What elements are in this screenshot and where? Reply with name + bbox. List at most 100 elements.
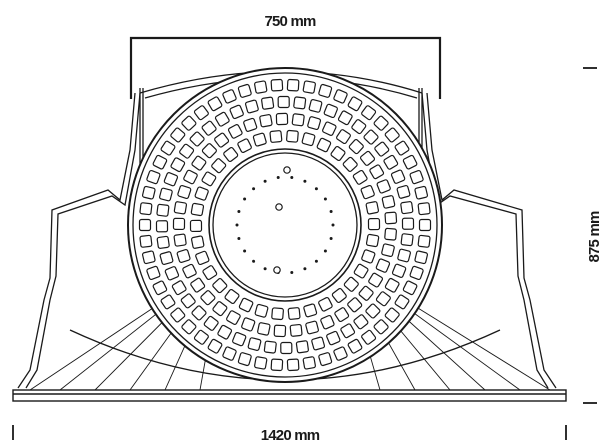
- drum-cell: [263, 340, 277, 354]
- hub-hole: [314, 187, 318, 191]
- drum-cell: [171, 280, 187, 296]
- drum-cell: [226, 310, 241, 325]
- drum-cell: [400, 233, 414, 247]
- drum-cell: [384, 127, 400, 143]
- drum-cell: [361, 329, 377, 345]
- top-dimension: [129, 36, 442, 99]
- drum-cell: [291, 113, 305, 127]
- drum-cell: [409, 170, 424, 185]
- hub-hole: [243, 197, 247, 201]
- bottom-dimension: [12, 425, 567, 440]
- strut-line: [59, 299, 175, 391]
- hub-hole: [263, 267, 267, 271]
- drum-cell: [146, 265, 161, 280]
- drum-cell: [417, 202, 431, 216]
- drum-cell: [322, 121, 337, 136]
- drum-cell: [348, 139, 364, 155]
- drum-cell: [223, 146, 239, 163]
- drum-cell: [331, 287, 347, 304]
- top-dimension-label: 750 mm: [264, 13, 316, 30]
- drum-cell: [397, 248, 411, 263]
- drum-cell: [384, 307, 400, 323]
- drum-cell: [373, 319, 389, 335]
- drum-cell: [353, 314, 369, 330]
- drum-cell: [417, 234, 431, 248]
- drum-cell: [252, 132, 267, 147]
- drum-cell: [373, 115, 389, 131]
- drum-cell: [202, 265, 218, 281]
- drum-cell: [368, 272, 384, 288]
- drum-cell: [254, 80, 268, 94]
- drum-cell: [287, 307, 301, 320]
- drum-cell: [343, 276, 359, 292]
- drum-cell: [308, 99, 323, 113]
- drum-cell: [352, 169, 368, 185]
- drum-cell: [318, 352, 333, 367]
- drum-cell: [318, 83, 333, 98]
- drum-cell: [141, 185, 156, 200]
- drum-cell: [280, 341, 293, 355]
- drum-cell: [326, 330, 341, 346]
- hub-hole: [276, 176, 280, 179]
- drum-cell: [224, 289, 240, 304]
- drum-cell: [160, 294, 176, 310]
- drum-cell: [286, 358, 300, 372]
- drum-cell: [363, 129, 379, 145]
- drum-cell: [374, 141, 390, 157]
- hub-hole: [290, 176, 294, 179]
- drum-cell: [214, 111, 230, 127]
- drum-cell: [270, 78, 284, 92]
- drum-cell: [414, 185, 429, 200]
- drum-cell: [212, 278, 228, 294]
- drum-cell: [311, 336, 326, 351]
- drum-cell: [359, 150, 376, 166]
- drum-cell: [351, 119, 367, 135]
- drum-cell: [376, 179, 391, 194]
- drum-cell: [141, 250, 156, 265]
- drum-cell: [384, 227, 397, 241]
- hub-hole: [323, 197, 327, 201]
- hub-hole: [252, 259, 256, 263]
- drum-cell: [207, 338, 223, 354]
- drum-cell: [214, 132, 230, 148]
- drum-cell: [394, 294, 410, 310]
- drum-cell: [277, 95, 290, 109]
- drum-cell: [139, 234, 153, 248]
- base-plate: [12, 389, 567, 402]
- drum-cell: [270, 358, 284, 372]
- drum-cell: [211, 158, 227, 174]
- drum-cell: [414, 250, 429, 265]
- height-dimension: [583, 67, 597, 404]
- drum-cell: [179, 143, 195, 159]
- drum-hub-inner: [212, 152, 358, 298]
- hub-large-hole: [275, 203, 283, 211]
- drum-cell: [238, 297, 254, 313]
- hub-hole: [235, 223, 239, 227]
- drum-cell: [286, 129, 299, 143]
- hub-hole: [329, 210, 333, 213]
- drum-cell: [217, 324, 233, 340]
- drum-cell: [222, 89, 237, 104]
- drum-cell: [156, 235, 170, 249]
- drum-cell: [323, 103, 338, 119]
- drum-cell: [275, 112, 289, 126]
- drum-cell: [400, 201, 414, 215]
- drum-cell: [369, 164, 385, 180]
- drum-cell: [381, 243, 395, 258]
- drum-cell: [193, 329, 209, 345]
- drum-cells: [138, 78, 432, 372]
- drum-cell: [189, 131, 205, 147]
- drum-cell: [177, 184, 192, 200]
- hub-large-hole: [273, 266, 281, 274]
- drum-cell: [156, 203, 170, 217]
- strut-line: [395, 299, 521, 391]
- drum-cell: [138, 218, 152, 232]
- drum-cell: [402, 280, 418, 296]
- drum-cell: [340, 323, 356, 339]
- drum-cell: [381, 195, 396, 209]
- drum-cell: [139, 202, 153, 216]
- hub-hole: [243, 249, 247, 253]
- drum-cell: [360, 184, 375, 200]
- drum-cell: [194, 186, 209, 201]
